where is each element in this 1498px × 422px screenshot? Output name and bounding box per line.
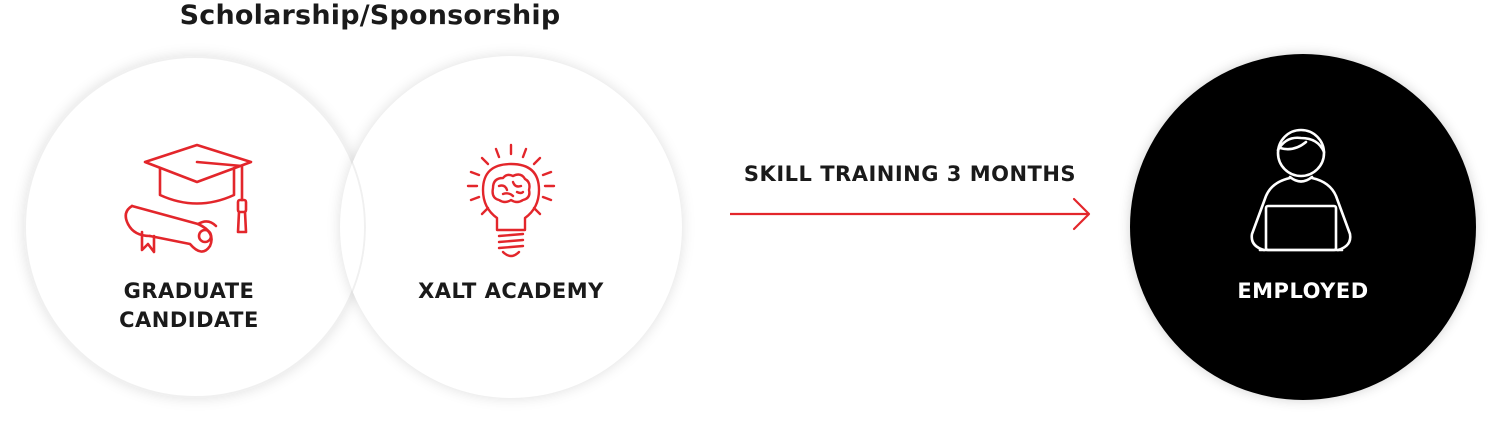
person-laptop-icon (1250, 128, 1352, 252)
graduate-label-line2: CANDIDATE (119, 308, 259, 332)
flow-arrow (730, 197, 1091, 231)
xalt-academy-circle (340, 56, 682, 398)
graduate-candidate-circle (24, 56, 366, 398)
employed-label: EMPLOYED (1237, 279, 1369, 303)
graduation-cap-diploma-icon (124, 143, 253, 254)
xalt-academy-label: XALT ACADEMY (418, 279, 604, 303)
diagram-title: Scholarship/Sponsorship (179, 0, 561, 31)
graduate-candidate-label: GRADUATE CANDIDATE (89, 277, 289, 335)
employed-circle (1130, 54, 1476, 400)
graduate-label-line1: GRADUATE (123, 279, 255, 303)
skill-training-label: SKILL TRAINING 3 MONTHS (743, 162, 1077, 186)
lightbulb-brain-icon (466, 143, 556, 258)
